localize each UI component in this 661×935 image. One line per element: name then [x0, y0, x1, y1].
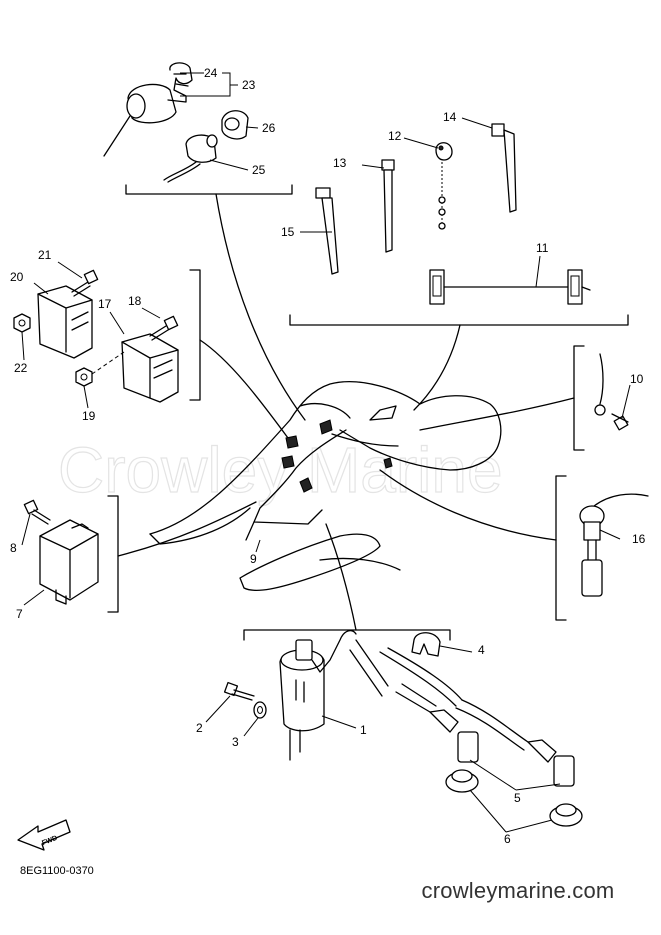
part-23-switch-assembly	[103, 62, 193, 157]
callout-26: 26	[262, 121, 276, 135]
part-22-nut	[13, 313, 31, 333]
part-8-bolt	[23, 499, 51, 525]
callout-9: 9	[250, 552, 257, 566]
callout-6: 6	[504, 832, 511, 846]
part-7-regulator	[39, 519, 99, 605]
part-18-bolt	[149, 315, 179, 341]
part-10-wire-lead	[594, 353, 629, 431]
callout-14: 14	[443, 110, 457, 124]
callout-4: 4	[478, 643, 485, 657]
callout-5: 5	[514, 791, 521, 805]
group-bracket-bottom	[243, 523, 451, 641]
callout-24: 24	[204, 66, 218, 80]
part-5-plug-caps	[349, 639, 575, 787]
callout-1: 1	[360, 723, 367, 737]
part-14-cable-tie	[491, 123, 517, 213]
part-4-clamp	[411, 632, 441, 657]
part-6-plug-boots	[445, 769, 583, 827]
part-16-sensor	[579, 493, 649, 597]
part-9-wire-harness	[245, 429, 399, 541]
watermark-text: Crowley Marine	[58, 434, 503, 506]
callout-15: 15	[281, 225, 295, 239]
leader-lines	[21, 72, 631, 833]
callout-8: 8	[10, 541, 17, 555]
callout-25: 25	[252, 163, 266, 177]
site-url[interactable]: crowleymarine.com	[421, 878, 615, 903]
part-25-part	[163, 134, 218, 183]
harness-connectors	[281, 419, 393, 493]
engine-outline	[149, 381, 502, 591]
part-26-part	[221, 110, 249, 140]
callout-17: 17	[98, 297, 112, 311]
callout-22: 22	[14, 361, 28, 375]
part-20-control-unit	[37, 285, 93, 359]
callout-7: 7	[16, 607, 23, 621]
callout-16: 16	[632, 532, 646, 546]
part-19-nut	[75, 351, 125, 387]
part-15-cable-tie	[315, 187, 339, 275]
callout-21: 21	[38, 248, 52, 262]
fwd-arrow-icon: FWD	[17, 819, 71, 851]
callout-19: 19	[82, 409, 96, 423]
callout-23: 23	[242, 78, 256, 92]
part-1-ignition-coil	[279, 629, 357, 761]
callout-11: 11	[536, 241, 549, 255]
callout-20: 20	[10, 270, 24, 284]
part-2-bolt	[223, 681, 255, 701]
part-17-control-unit	[121, 333, 179, 403]
callout-12: 12	[388, 129, 402, 143]
callout-2: 2	[196, 721, 203, 735]
group-bracket-top-left	[125, 184, 306, 421]
callout-labels: 24 23 26 25 14 12 13 15 11 21 20 17 18 2…	[10, 66, 646, 846]
part-13-cable-tie	[381, 159, 395, 253]
callout-3: 3	[232, 735, 239, 749]
group-bracket-right-lower	[379, 469, 567, 621]
callout-10: 10	[630, 372, 644, 386]
callout-18: 18	[128, 294, 142, 308]
group-bracket-left	[189, 269, 289, 439]
group-bracket-left-lower	[107, 495, 257, 613]
part-3-washer	[253, 701, 267, 719]
part-11-lead-wire	[429, 269, 591, 305]
group-bracket-right-upper	[419, 345, 585, 451]
part-21-bolt	[71, 269, 99, 297]
diagram-code: 8EG1100-0370	[20, 865, 94, 877]
callout-13: 13	[333, 156, 347, 170]
part-12-clamp	[435, 142, 453, 230]
